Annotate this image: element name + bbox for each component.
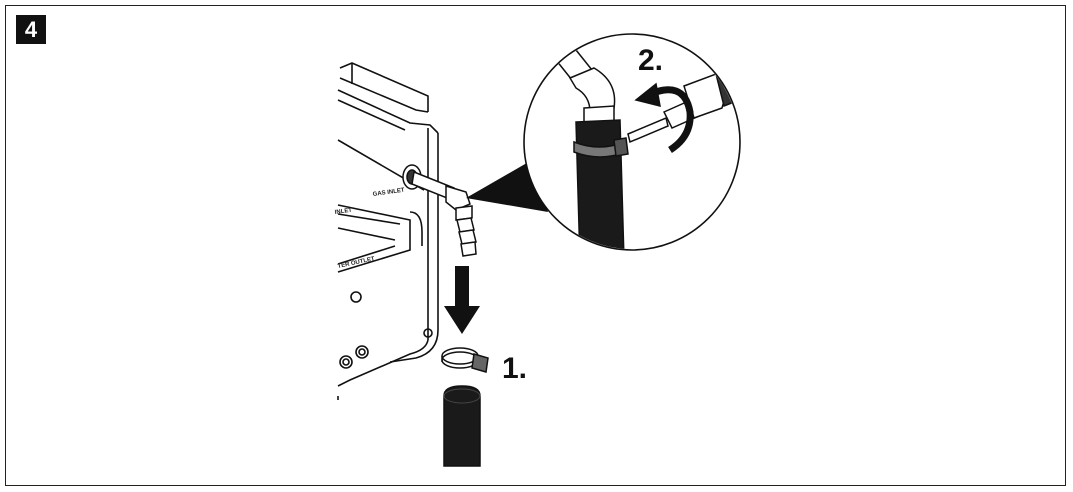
step-number-badge: 4 xyxy=(16,15,46,44)
appliance-body xyxy=(337,62,439,400)
inlet-label: INLET xyxy=(334,208,352,216)
zoom-detail-circle xyxy=(523,33,741,251)
gas-inlet-nozzle xyxy=(402,164,477,257)
gas-hose xyxy=(443,385,481,467)
step-1-label: 1. xyxy=(502,352,527,385)
gas-inlet-label: GAS INLET xyxy=(372,188,405,198)
step-2-label: 2. xyxy=(638,44,663,77)
hose-clamp xyxy=(441,347,489,373)
callout-pointer xyxy=(466,160,548,212)
down-arrow xyxy=(444,266,480,334)
figure-frame xyxy=(5,5,1066,486)
